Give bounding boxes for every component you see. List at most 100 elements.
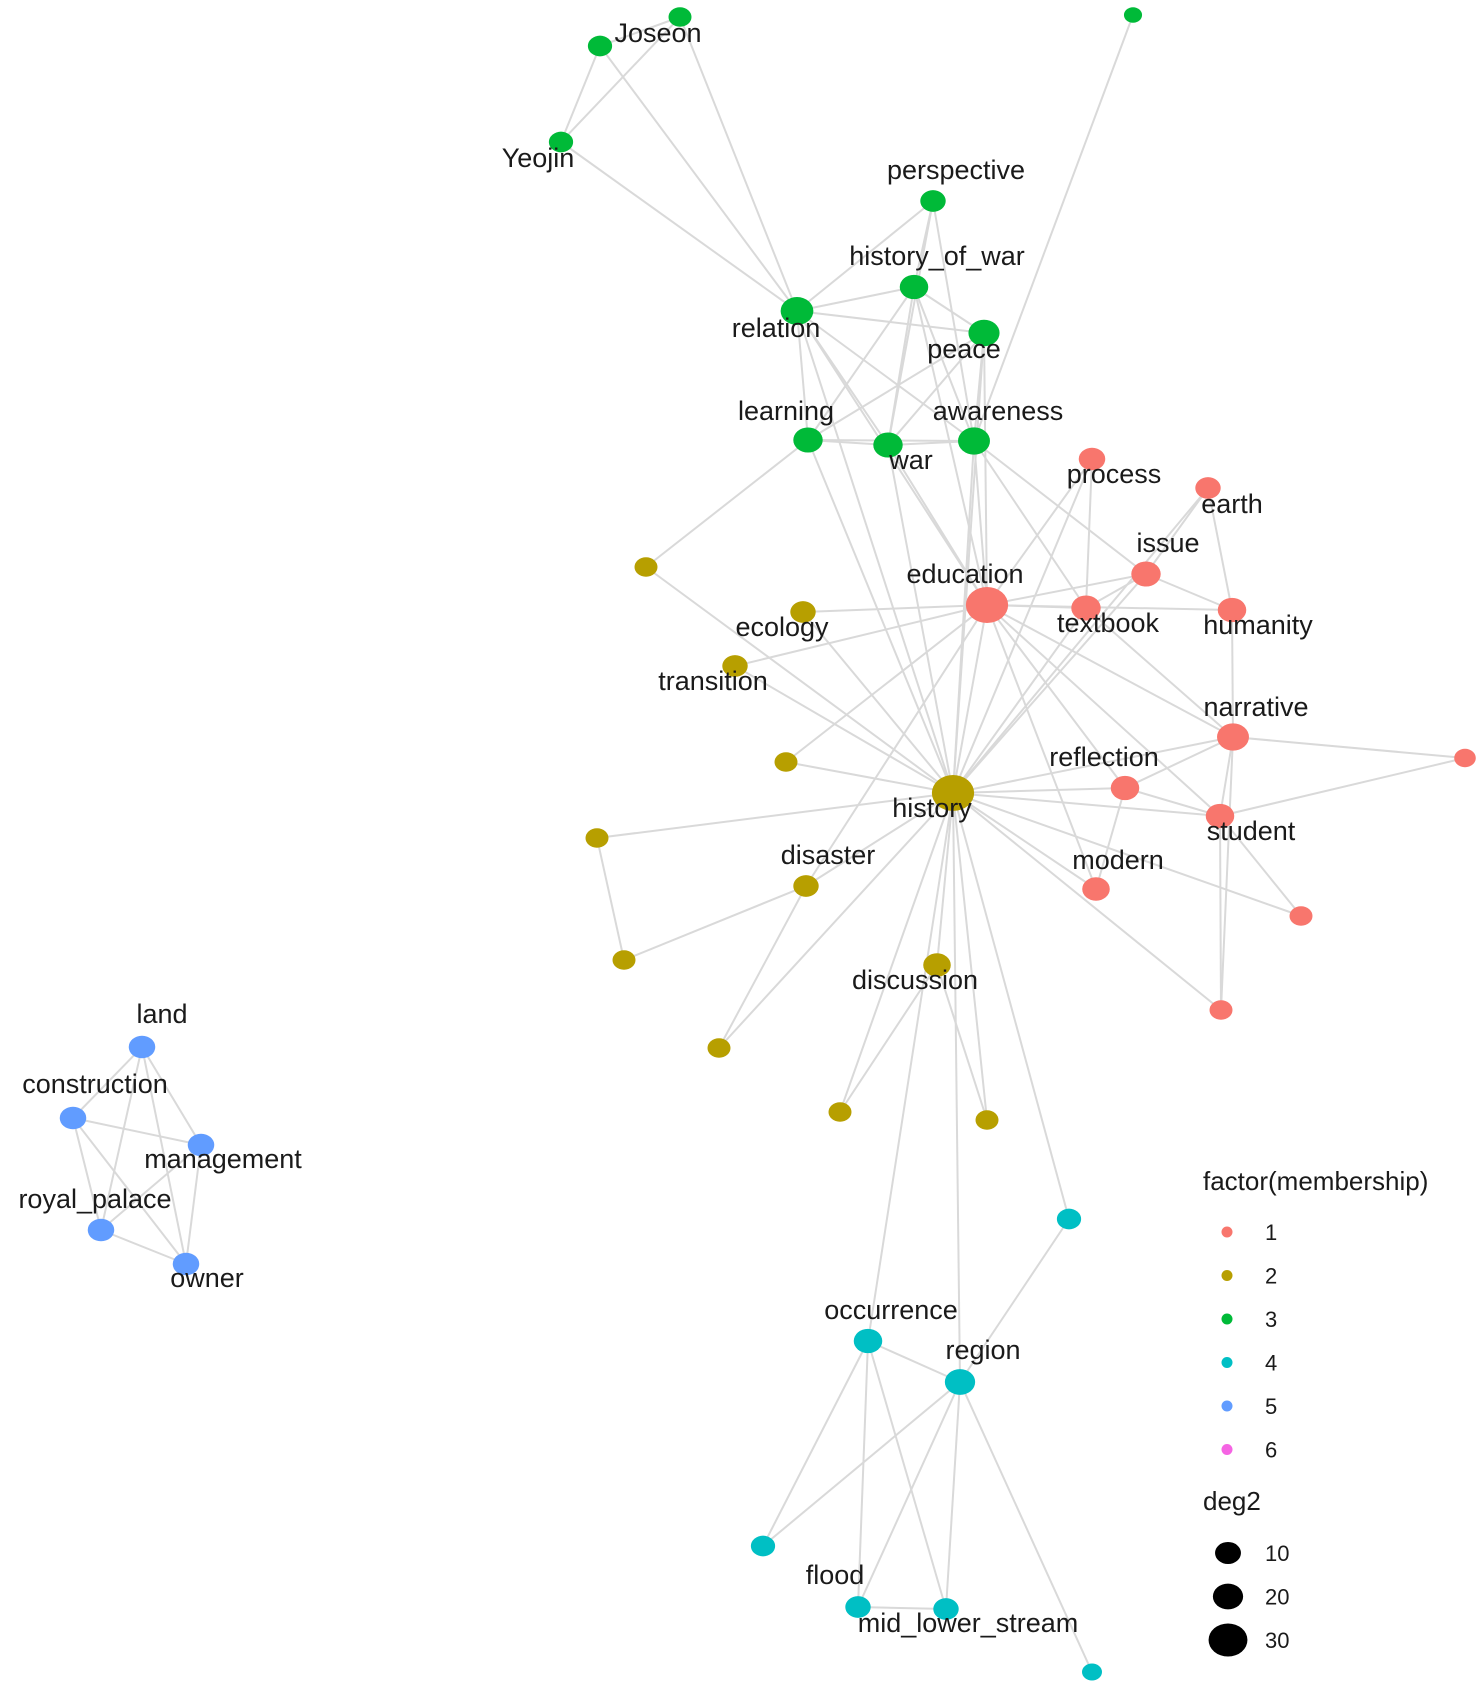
node-education[interactable] (965, 587, 1009, 623)
node-y_b[interactable] (774, 752, 798, 772)
node-label-awareness: awareness (933, 396, 1064, 426)
edge-history-discussion (936, 792, 954, 966)
node-land[interactable] (128, 1035, 156, 1059)
edge-student-reflection (1124, 787, 1221, 817)
node-ecology[interactable] (790, 601, 816, 623)
node-history_of_war[interactable] (899, 274, 929, 300)
edge-peace-education (983, 332, 988, 606)
node-management[interactable] (187, 1133, 215, 1157)
node-issue[interactable] (1131, 561, 1161, 587)
edge-history_of_war-awareness (913, 286, 975, 442)
edge-process-education (986, 458, 1093, 606)
edge-awareness-history (952, 440, 975, 794)
node-y_c[interactable] (585, 828, 609, 848)
edge-history-y_e (718, 792, 954, 1049)
node-discussion[interactable] (923, 953, 951, 977)
legend-membership-label-6: 6 (1265, 1438, 1277, 1463)
edge-land-royal_palace (100, 1046, 143, 1231)
edge-history-y_g (952, 792, 988, 1121)
node-y_g[interactable] (975, 1110, 999, 1130)
edge-occurrence-mid_lower_stream (867, 1340, 947, 1610)
node-label-yeojin: Yeojin (502, 143, 575, 173)
edge-student-r_low1 (1219, 815, 1302, 917)
legend-membership-title: factor(membership) (1203, 1166, 1428, 1196)
node-label-learning: learning (738, 396, 834, 426)
node-reflection[interactable] (1110, 775, 1140, 801)
node-perspective[interactable] (920, 190, 946, 212)
legend-size-key-20 (1212, 1583, 1244, 1610)
node-label-relation: relation (732, 313, 821, 343)
edge-humanity-narrative (1231, 609, 1234, 738)
node-royal_palace[interactable] (87, 1218, 115, 1242)
node-modern[interactable] (1082, 877, 1110, 901)
edge-earth-history (952, 487, 1209, 794)
node-g_top_far[interactable] (1123, 7, 1143, 23)
edge-textbook-history (952, 607, 1087, 794)
node-label-history_of_war: history_of_war (849, 241, 1025, 271)
node-textbook[interactable] (1071, 595, 1101, 621)
node-process[interactable] (1078, 447, 1106, 471)
node-y_e[interactable] (707, 1038, 731, 1058)
legend-membership-key-4 (1221, 1357, 1233, 1368)
edge-reflection-history (952, 787, 1126, 794)
node-y_a[interactable] (634, 557, 658, 577)
node-earth[interactable] (1195, 477, 1221, 499)
node-humanity[interactable] (1217, 597, 1247, 623)
node-c_a[interactable] (1056, 1208, 1082, 1230)
edge-awareness-education (973, 440, 988, 606)
node-r_low1[interactable] (1289, 906, 1313, 926)
node-history[interactable] (931, 775, 975, 811)
edge-education-modern (986, 604, 1097, 890)
node-r_right[interactable] (1454, 748, 1476, 768)
node-disaster[interactable] (793, 875, 819, 897)
node-learning[interactable] (793, 427, 823, 453)
edge-relation-learning (796, 310, 809, 441)
node-flood[interactable] (845, 1596, 871, 1618)
node-narrative[interactable] (1217, 723, 1249, 751)
legend-membership-key-3 (1221, 1313, 1233, 1325)
node-student[interactable] (1205, 803, 1235, 829)
node-joseon[interactable] (587, 35, 613, 57)
edge-narrative-r_right (1232, 736, 1466, 759)
node-c_b[interactable] (750, 1535, 776, 1557)
node-y_d[interactable] (612, 950, 636, 970)
node-awareness[interactable] (958, 427, 990, 455)
node-transition[interactable] (722, 655, 748, 677)
node-g_top_a[interactable] (668, 7, 692, 27)
edge-region-c_b (762, 1381, 961, 1547)
legend-size-label-20: 20 (1265, 1585, 1289, 1610)
edge-construction-owner (72, 1117, 187, 1265)
edge-r_low1-history (952, 792, 1302, 917)
node-label-humanity: humanity (1203, 610, 1313, 640)
edge-education-y_b (785, 604, 988, 763)
edge-issue-education (986, 573, 1147, 606)
legend-membership-label-3: 3 (1265, 1307, 1277, 1332)
edge-education-disaster (805, 604, 988, 887)
edge-c_a-region (959, 1218, 1070, 1383)
node-occurrence[interactable] (853, 1328, 883, 1354)
edge-student-r_right (1219, 757, 1466, 817)
node-r_low2[interactable] (1209, 1000, 1233, 1020)
legend-membership-label-5: 5 (1265, 1394, 1277, 1419)
node-peace[interactable] (968, 319, 1000, 347)
node-c_c[interactable] (1081, 1663, 1103, 1681)
node-owner[interactable] (172, 1252, 200, 1276)
edge-flood-mid_lower_stream (857, 1606, 947, 1610)
legend-membership-key-5 (1221, 1400, 1233, 1412)
node-war[interactable] (873, 432, 903, 458)
node-y_f[interactable] (828, 1102, 852, 1122)
node-yeojin[interactable] (548, 131, 574, 153)
edge-management-royal_palace (100, 1144, 202, 1231)
node-relation[interactable] (780, 297, 814, 325)
node-region[interactable] (944, 1369, 976, 1395)
node-mid_lower_stream[interactable] (933, 1598, 959, 1620)
edge-region-flood (857, 1381, 961, 1608)
legend-size-key-10 (1215, 1541, 1241, 1565)
node-label-narrative: narrative (1203, 692, 1308, 722)
edge-region-c_c (959, 1381, 1093, 1673)
node-label-education: education (906, 559, 1023, 589)
node-construction[interactable] (59, 1106, 87, 1130)
edge-yeojin-relation (560, 141, 798, 312)
legend-size-title: deg2 (1203, 1486, 1261, 1516)
